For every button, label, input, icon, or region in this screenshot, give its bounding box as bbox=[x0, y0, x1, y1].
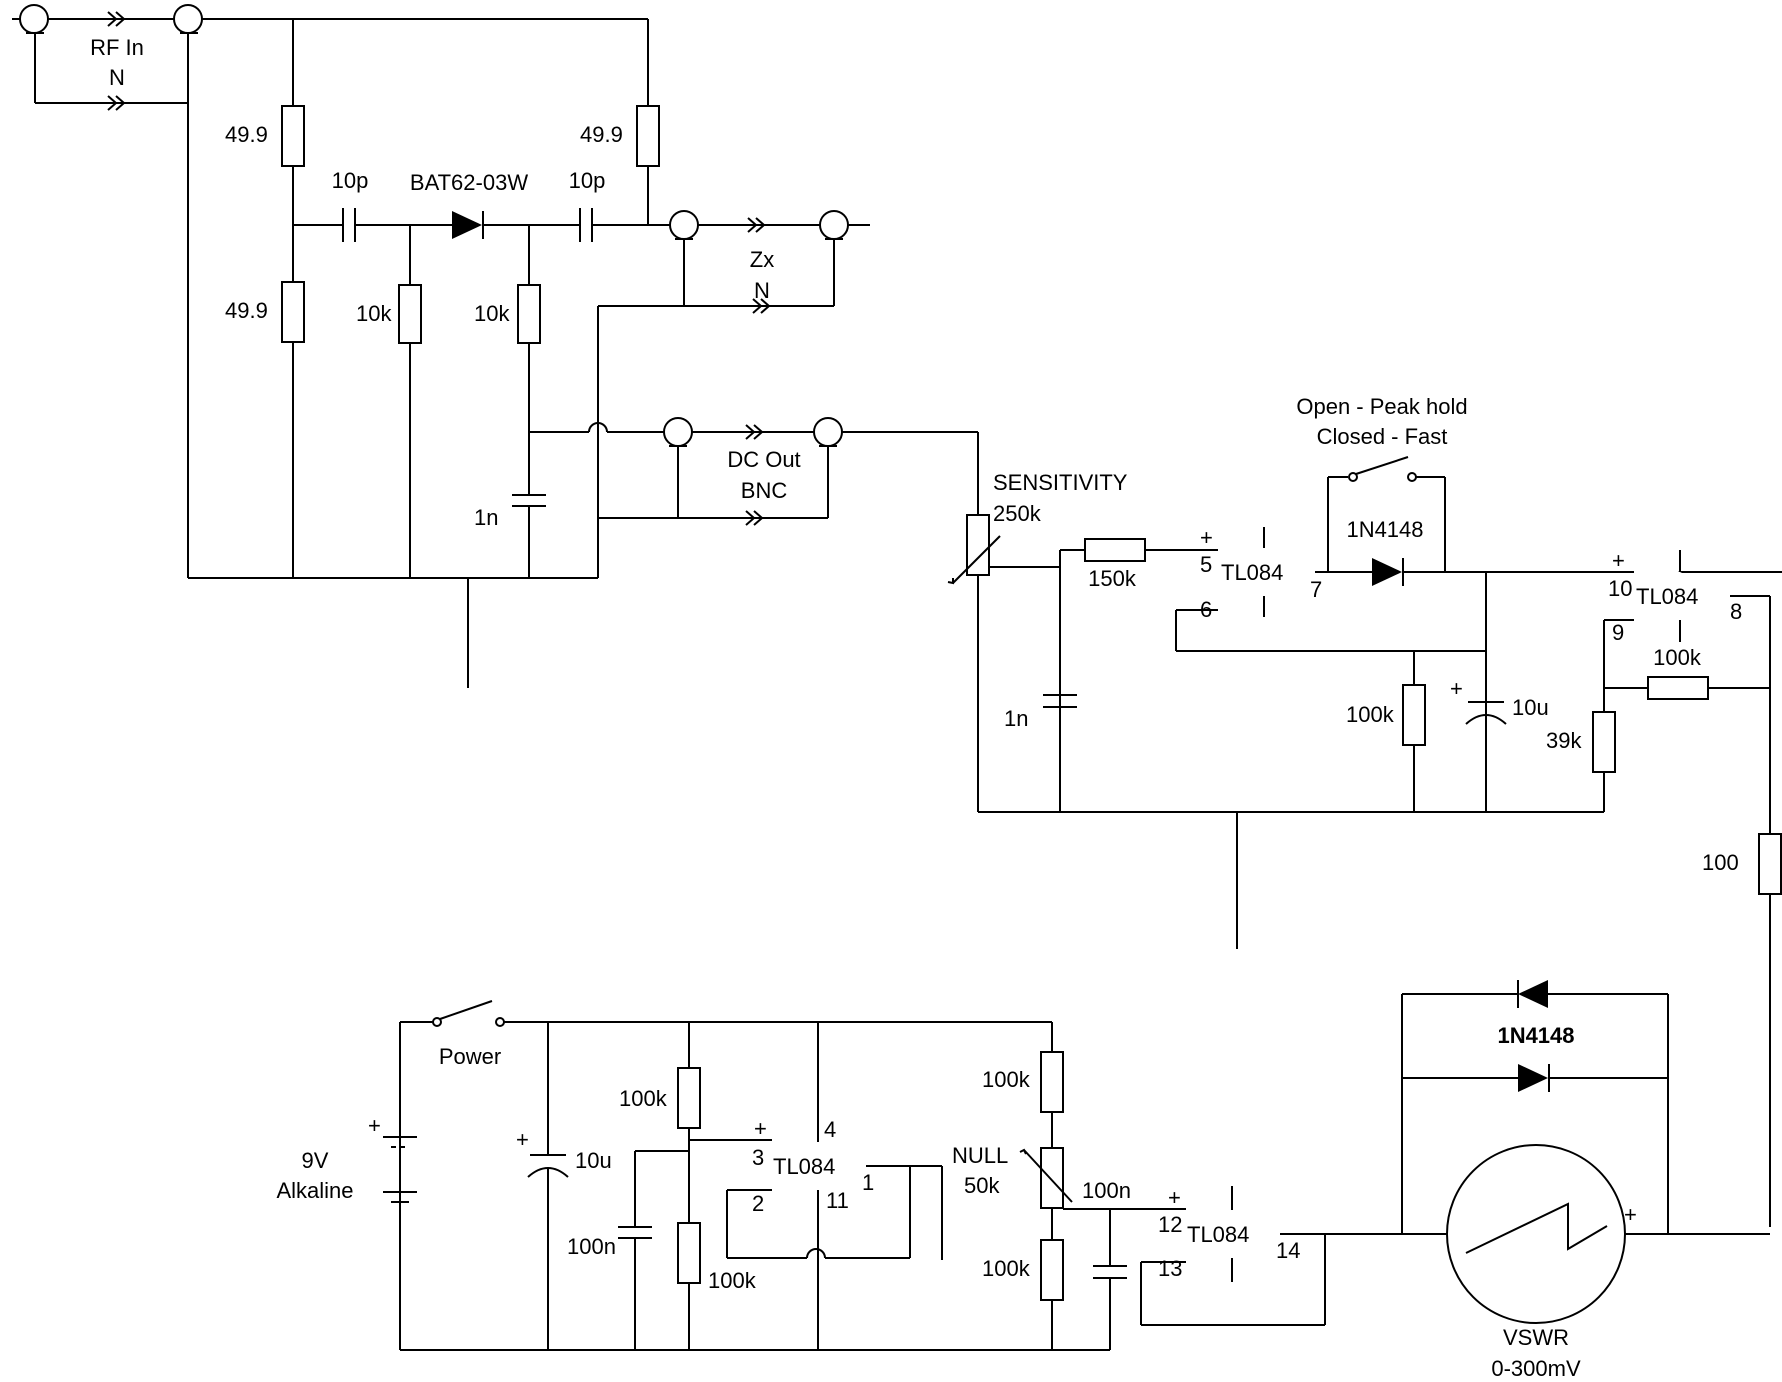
power-stage: Power + 9V Alkaline + 10u 100k 100k 100n bbox=[276, 1000, 1110, 1351]
c-in-label: 10p bbox=[332, 168, 369, 193]
opamp-d-pin-plus: 12 bbox=[1158, 1212, 1182, 1237]
opamp-d-plus: + bbox=[1168, 1185, 1181, 1210]
r-feedback-label: 100k bbox=[1653, 645, 1702, 670]
r-top-meter-label: 100k bbox=[982, 1067, 1031, 1092]
null-pot-value: 50k bbox=[964, 1173, 1000, 1198]
opamp-c-part: TL084 bbox=[773, 1154, 835, 1179]
c-out-label: 10p bbox=[569, 168, 606, 193]
c-in-det-label: 1n bbox=[1004, 706, 1028, 731]
pot-sensitivity-value: 250k bbox=[993, 501, 1042, 526]
dc-out-type: BNC bbox=[741, 478, 788, 503]
opamp-d-pin-out: 14 bbox=[1276, 1238, 1300, 1263]
zx-connector: Zx N bbox=[669, 210, 870, 314]
detector-stage: SENSITIVITY 250k 150k 1n + 5 6 TL084 7 1… bbox=[947, 394, 1782, 1227]
r-div-top-label: 100k bbox=[619, 1086, 668, 1111]
meter-stage: 100k 100k NULL 50k 100n + 12 13 TL084 14 bbox=[952, 980, 1770, 1381]
c-null-label: 100n bbox=[1082, 1178, 1131, 1203]
battery-type: Alkaline bbox=[276, 1178, 353, 1203]
battery-plus: + bbox=[368, 1113, 381, 1138]
meter-diodes-label: 1N4148 bbox=[1497, 1023, 1574, 1048]
opamp-b-plus: + bbox=[1612, 548, 1625, 573]
dc-out-connector: DC Out BNC bbox=[663, 417, 978, 526]
meter-name: VSWR bbox=[1503, 1325, 1569, 1350]
c-hold-plus: + bbox=[1450, 676, 1463, 701]
opamp-c-pin-plus: 3 bbox=[752, 1145, 764, 1170]
opamp-a-part: TL084 bbox=[1221, 560, 1283, 585]
r-in-label: 150k bbox=[1088, 566, 1137, 591]
bridge-network: 49.9 49.9 49.9 10p BAT62-03W 10p 10k 10k… bbox=[188, 19, 685, 710]
r-bottom-left-label: 49.9 bbox=[225, 298, 268, 323]
rf-in-connector: RF In N bbox=[12, 4, 648, 578]
opamp-b-part: TL084 bbox=[1636, 584, 1698, 609]
opamp-c-pin-minus: 2 bbox=[752, 1191, 764, 1216]
opamp-a-pin-plus: 5 bbox=[1200, 552, 1212, 577]
battery-voltage: 9V bbox=[302, 1148, 329, 1173]
opamp-d-part: TL084 bbox=[1187, 1222, 1249, 1247]
opamp-c-plus: + bbox=[754, 1116, 767, 1141]
c-bulk-plus: + bbox=[516, 1127, 529, 1152]
opamp-b-pin-plus: 10 bbox=[1608, 576, 1632, 601]
opamp-c-pin-out: 1 bbox=[862, 1170, 874, 1195]
r-div-bottom-label: 100k bbox=[708, 1268, 757, 1293]
diode-detector-label: 1N4148 bbox=[1346, 517, 1423, 542]
meter-plus: + bbox=[1624, 1202, 1637, 1227]
opamp-c-pin-gnd: 11 bbox=[826, 1188, 849, 1213]
meter-range: 0-300mV bbox=[1491, 1356, 1581, 1381]
opamp-a-plus: + bbox=[1200, 525, 1213, 550]
opamp-b-pin-minus: 9 bbox=[1612, 620, 1624, 645]
r-hold-label: 100k bbox=[1346, 702, 1395, 727]
opamp-a-pin-out: 7 bbox=[1310, 577, 1322, 602]
c-hold-label: 10u bbox=[1512, 695, 1549, 720]
r-gain-label: 39k bbox=[1546, 728, 1582, 753]
r-bottom-meter-label: 100k bbox=[982, 1256, 1031, 1281]
opamp-a-pin-minus: 6 bbox=[1200, 597, 1212, 622]
c-filter-label: 1n bbox=[474, 505, 498, 530]
opamp-b-pin-out: 8 bbox=[1730, 599, 1742, 624]
r-top-right-label: 49.9 bbox=[580, 122, 623, 147]
r-series-label: 100 bbox=[1702, 850, 1739, 875]
power-switch-label: Power bbox=[439, 1044, 501, 1069]
switch-mode-line2: Closed - Fast bbox=[1317, 424, 1448, 449]
r-load-1-label: 10k bbox=[356, 301, 392, 326]
opamp-c-pin-vcc: 4 bbox=[824, 1117, 836, 1142]
zx-type: N bbox=[754, 278, 770, 303]
rf-in-name: RF In bbox=[90, 35, 144, 60]
dc-out-name: DC Out bbox=[727, 447, 800, 472]
zx-name: Zx bbox=[750, 247, 774, 272]
c-div-label: 100n bbox=[567, 1234, 616, 1259]
pot-sensitivity-name: SENSITIVITY bbox=[993, 470, 1128, 495]
diode-bridge-label: BAT62-03W bbox=[410, 170, 528, 195]
null-pot-name: NULL bbox=[952, 1143, 1008, 1168]
opamp-d-pin-minus: 13 bbox=[1158, 1256, 1182, 1281]
r-top-left-label: 49.9 bbox=[225, 122, 268, 147]
rf-in-type: N bbox=[109, 65, 125, 90]
switch-mode-line1: Open - Peak hold bbox=[1296, 394, 1467, 419]
r-load-2-label: 10k bbox=[474, 301, 510, 326]
c-bulk-label: 10u bbox=[575, 1148, 612, 1173]
